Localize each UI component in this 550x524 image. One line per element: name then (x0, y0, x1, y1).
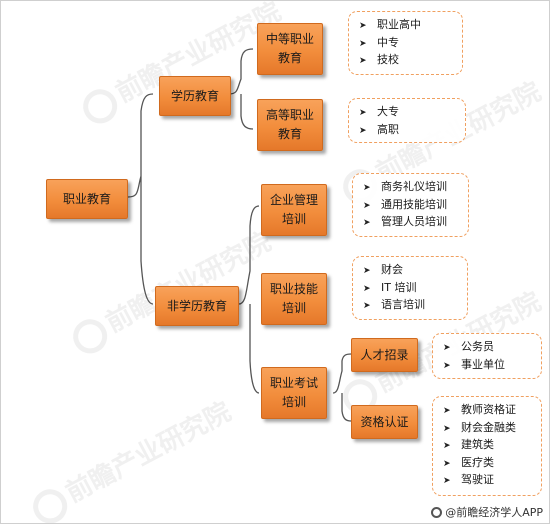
talent-recruitment-node: 人才招录 (351, 338, 418, 372)
list-item: ➤ 医疗类 (443, 454, 541, 472)
qualification-cert-list: ➤ 教师资格证 ➤ 财会金融类 ➤ 建筑类 ➤ 医疗类 ➤ 驾驶证 (432, 396, 542, 496)
academic-node: 学历教育 (159, 76, 231, 116)
list-item: ➤ 大专 (359, 103, 465, 121)
list-item: ➤ 职业高中 (359, 16, 462, 34)
list-item-text: 建筑类 (461, 438, 494, 451)
list-item: ➤ 财会金融类 (443, 419, 541, 437)
exam-training-label-1: 职业考试 (269, 376, 318, 390)
list-item: ➤ IT 培训 (363, 279, 467, 297)
secondary-vocational-node: 中等职业 教育 (257, 23, 323, 75)
arrow-bullet-icon: ➤ (443, 458, 451, 469)
non-academic-node: 非学历教育 (155, 286, 239, 326)
arrow-bullet-icon: ➤ (443, 360, 451, 371)
enterprise-training-label-2: 培训 (281, 212, 306, 226)
list-item: ➤ 教师资格证 (443, 401, 541, 419)
arrow-bullet-icon: ➤ (363, 266, 371, 276)
brace-academic (228, 48, 254, 130)
arrow-bullet-icon: ➤ (359, 56, 367, 66)
higher-vocational-list: ➤ 大专 ➤ 高职 (348, 98, 466, 143)
list-item: ➤ 语言培训 (363, 296, 467, 314)
list-item-text: 财会 (381, 263, 403, 276)
arrow-bullet-icon: ➤ (359, 21, 367, 31)
exam-training-label-2: 培训 (281, 395, 306, 409)
list-item: ➤ 驾驶证 (443, 471, 541, 489)
list-item-text: 职业高中 (377, 18, 421, 31)
list-item-text: 高职 (377, 122, 399, 136)
enterprise-training-node: 企业管理 培训 (261, 184, 327, 236)
list-item-text: 通用技能培训 (381, 197, 447, 211)
list-item-text: 语言培训 (381, 298, 425, 311)
list-item-text: 医疗类 (461, 455, 494, 469)
qualification-cert-node: 资格认证 (351, 405, 418, 439)
source-credit: @前瞻经济学人APP (431, 504, 543, 520)
brace-non-academic (238, 205, 260, 394)
arrow-bullet-icon: ➤ (363, 183, 371, 193)
list-item-text: 大专 (377, 105, 399, 118)
qualification-cert-label: 资格认证 (360, 414, 409, 429)
higher-vocational-label-2: 教育 (277, 127, 302, 141)
list-item: ➤ 中专 (359, 34, 462, 52)
list-item-text: 教师资格证 (461, 403, 516, 416)
arrow-bullet-icon: ➤ (359, 108, 367, 118)
talent-recruitment-label: 人才招录 (360, 347, 409, 362)
list-item: ➤ 通用技能培训 (363, 196, 468, 214)
root-node: 职业教育 (46, 179, 128, 219)
root-label: 职业教育 (62, 191, 111, 206)
list-item: ➤ 高职 (359, 121, 465, 139)
list-item: ➤ 商务礼仪培训 (363, 178, 468, 196)
list-item: ➤ 技校 (359, 51, 462, 69)
arrow-bullet-icon: ➤ (443, 343, 451, 353)
talent-recruitment-list: ➤ 公务员 ➤ 事业单位 (432, 333, 542, 379)
exam-training-node: 职业考试 培训 (261, 367, 327, 419)
brace-exam (332, 353, 352, 422)
list-item-text: 技校 (377, 53, 399, 66)
arrow-bullet-icon: ➤ (363, 301, 371, 311)
arrow-bullet-icon: ➤ (363, 200, 371, 211)
arrow-bullet-icon: ➤ (443, 441, 451, 451)
list-item: ➤ 公务员 (443, 338, 541, 356)
non-academic-label: 非学历教育 (166, 298, 227, 313)
list-item-text: 公务员 (461, 340, 494, 353)
arrow-bullet-icon: ➤ (363, 283, 371, 294)
arrow-bullet-icon: ➤ (443, 476, 451, 486)
list-item: ➤ 财会 (363, 261, 467, 279)
list-item-text: IT 培训 (381, 280, 417, 294)
list-item-text: 事业单位 (461, 357, 505, 371)
source-credit-text: @前瞻经济学人APP (445, 506, 543, 519)
secondary-vocational-label-1: 中等职业 (265, 32, 314, 46)
secondary-vocational-label-2: 教育 (277, 51, 302, 65)
arrow-bullet-icon: ➤ (363, 218, 371, 228)
list-item-text: 管理人员培训 (381, 215, 447, 228)
brand-logo-icon (431, 506, 443, 518)
list-item-text: 驾驶证 (461, 473, 494, 486)
arrow-bullet-icon: ➤ (443, 423, 451, 434)
skills-training-label-2: 培训 (281, 301, 306, 315)
brace-root (127, 93, 154, 305)
skills-training-label-1: 职业技能 (269, 282, 318, 296)
arrow-bullet-icon: ➤ (359, 38, 367, 49)
list-item-text: 商务礼仪培训 (381, 180, 447, 193)
list-item: ➤ 建筑类 (443, 436, 541, 454)
academic-label: 学历教育 (170, 88, 219, 103)
skills-training-list: ➤ 财会 ➤ IT 培训 ➤ 语言培训 (352, 256, 468, 320)
enterprise-training-list: ➤ 商务礼仪培训 ➤ 通用技能培训 ➤ 管理人员培训 (352, 173, 469, 237)
enterprise-training-label-1: 企业管理 (269, 193, 318, 207)
list-item: ➤ 事业单位 (443, 356, 541, 374)
list-item-text: 财会金融类 (461, 420, 516, 434)
list-item-text: 中专 (377, 35, 399, 49)
higher-vocational-node: 高等职业 教育 (257, 99, 323, 151)
arrow-bullet-icon: ➤ (443, 406, 451, 416)
list-item: ➤ 管理人员培训 (363, 213, 468, 231)
skills-training-node: 职业技能 培训 (261, 273, 327, 325)
secondary-vocational-list: ➤ 职业高中 ➤ 中专 ➤ 技校 (348, 11, 463, 75)
higher-vocational-label-1: 高等职业 (265, 108, 314, 122)
arrow-bullet-icon: ➤ (359, 125, 367, 136)
